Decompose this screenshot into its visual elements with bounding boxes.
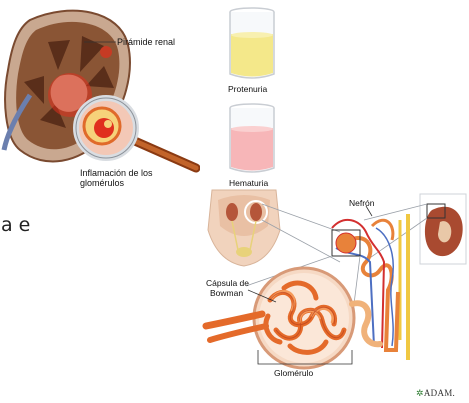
- label-glomerulo: Glomérulo: [274, 368, 313, 378]
- label-capsula-line2: Bowman: [210, 288, 243, 298]
- adam-credit: ✲ADAM.: [416, 388, 455, 399]
- label-capsula-line1: Cápsula de: [206, 278, 249, 288]
- adam-star-icon: ✲: [416, 388, 424, 398]
- adam-credit-text: ADAM.: [424, 388, 455, 398]
